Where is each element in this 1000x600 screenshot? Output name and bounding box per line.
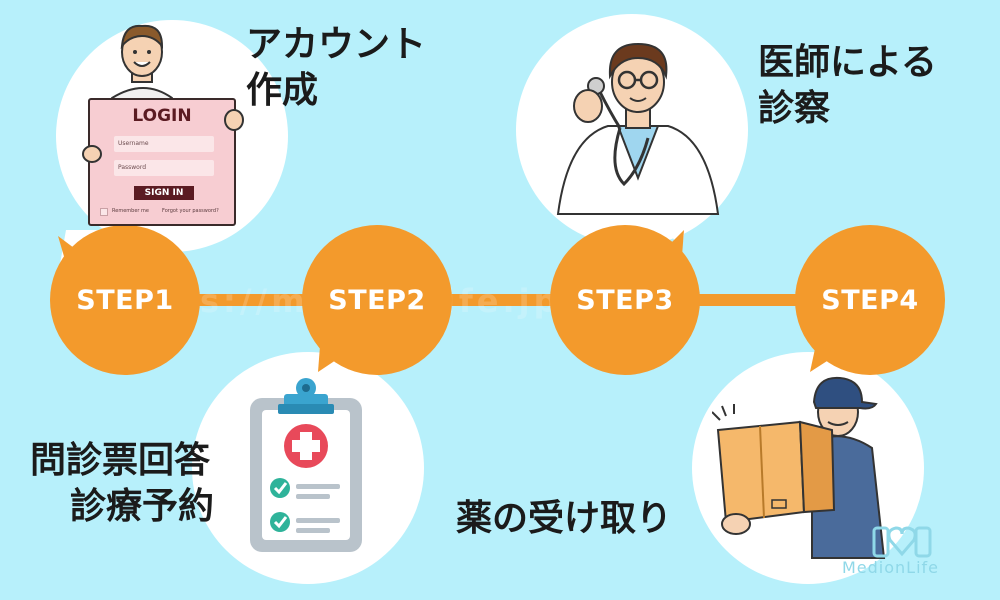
login-password-field: Password [114, 160, 214, 176]
step4-label: STEP4 [821, 284, 919, 316]
step2-title-line1: 問診票回答 [30, 440, 211, 481]
remember-checkbox [100, 208, 108, 216]
clipboard-illustration [250, 378, 362, 552]
step1-label: STEP1 [76, 284, 174, 316]
step3-title-line2: 診察 [758, 88, 831, 129]
step3-label: STEP3 [576, 284, 674, 316]
delivery-person-illustration [712, 376, 886, 559]
brand-name: MedionLife [842, 558, 940, 577]
login-username-field: Username [114, 136, 214, 152]
step2-title-line2: 診療予約 [70, 486, 215, 527]
step1-title-line2: 作成 [246, 70, 319, 111]
step2-tail [318, 346, 354, 372]
step1-title-line1: アカウント [246, 24, 427, 65]
step2-label: STEP2 [328, 284, 426, 316]
step4-title: 薬の受け取り [456, 498, 673, 539]
forgot-label: Forgot your password? [162, 208, 219, 214]
step3-title-line1: 医師による [758, 42, 937, 83]
hands-illustration [82, 109, 244, 163]
step1-tail [58, 236, 82, 270]
login-sign-in-button: SIGN IN [134, 186, 194, 200]
step3-tail [662, 230, 684, 256]
doctor-illustration [556, 42, 720, 215]
login-title: LOGIN [132, 106, 192, 126]
step4-tail [810, 344, 838, 372]
medionlife-logo-icon [872, 526, 932, 558]
remember-label: Remember me [112, 208, 149, 214]
